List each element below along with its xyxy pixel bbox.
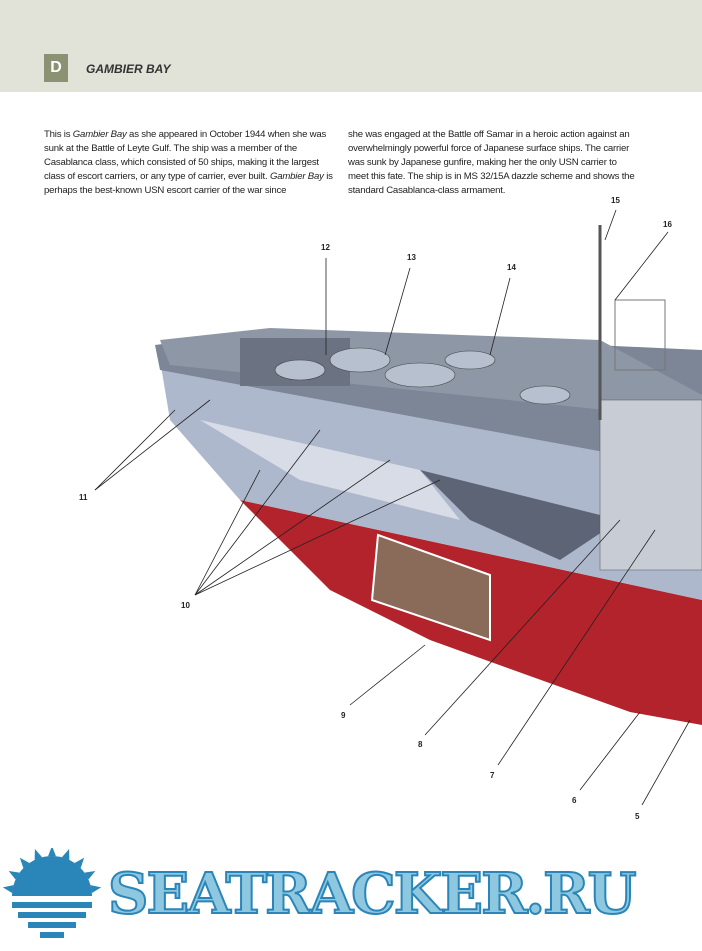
watermark: SEATRACKER.RU — [107, 861, 638, 927]
page-title: GAMBIER BAY — [86, 62, 171, 76]
sun-ray — [34, 849, 43, 860]
island — [599, 399, 702, 571]
callout-9: 9 — [341, 711, 346, 720]
chapter-header: D GAMBIER BAY — [0, 0, 702, 92]
callout-8: 8 — [418, 740, 423, 749]
callout-12: 12 — [321, 243, 330, 252]
body-text-segment: Gambier Bay — [72, 129, 127, 140]
aircraft-group — [274, 347, 571, 405]
machinery-cutaway — [370, 533, 491, 642]
leader-lines — [94, 209, 691, 806]
body-text-column-2: she was engaged at the Battle off Samar … — [348, 129, 635, 196]
sun-ray — [90, 885, 102, 894]
body-text-segment: is perhaps the best-known USN escort car… — [44, 171, 333, 196]
callout-14: 14 — [507, 263, 516, 272]
sun-ray — [19, 857, 30, 869]
callout-5: 5 — [635, 812, 640, 821]
callout-6: 6 — [572, 796, 577, 805]
section-badge: D — [44, 54, 68, 82]
sun-ray — [84, 871, 96, 880]
callout-13: 13 — [407, 253, 416, 262]
sun-logo-icon — [2, 848, 102, 938]
callout-11: 11 — [79, 493, 88, 502]
radar-antenna — [614, 299, 666, 371]
body-text-segment: This is — [44, 129, 73, 140]
hangar-dazzle — [200, 420, 460, 520]
callout-10: 10 — [181, 601, 190, 610]
callout-7: 7 — [490, 771, 495, 780]
sun-ray — [61, 849, 70, 860]
callout-16: 16 — [663, 220, 672, 229]
sun-ray — [48, 848, 56, 857]
dazzle-dark — [420, 470, 620, 560]
sun-ray — [74, 857, 85, 869]
body-text-segment: Gambier Bay — [269, 171, 324, 182]
body-text-segment: as she appeared in October 1944 when she… — [44, 129, 327, 182]
sun-ray — [2, 885, 14, 894]
body-text-column-1: This is Gambier Bay as she appeared in O… — [44, 128, 334, 198]
ship-cutaway-illustration — [94, 209, 702, 806]
callout-15: 15 — [611, 196, 620, 205]
sun-ray — [8, 871, 20, 880]
